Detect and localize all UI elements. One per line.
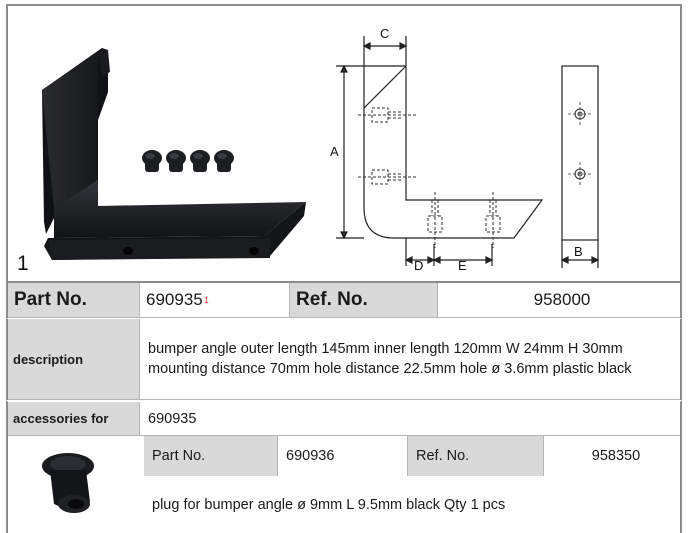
dim-label-b: B [574, 244, 583, 259]
product-sheet: C A D E B 1 Part No. [6, 4, 682, 533]
right-border [680, 476, 682, 533]
figure-number: 1 [17, 252, 29, 275]
accessory-image-cell [6, 436, 144, 533]
part-no-value: 690935 [146, 290, 203, 309]
ref-no-label: Ref. No. [290, 283, 438, 318]
dim-label-a: A [330, 144, 339, 159]
description-text: bumper angle outer length 145mm inner le… [140, 319, 680, 400]
accessory-part-no-value: 690936 [278, 436, 408, 476]
dim-label-d: D [414, 258, 423, 272]
ref-no-value: 958000 [438, 283, 680, 318]
accessories-value: 690935 [140, 402, 680, 436]
plug-image [42, 453, 94, 513]
accessory-description-row: plug for bumper angle ø 9mm L 9.5mm blac… [144, 476, 680, 533]
part-no-label: Part No. [8, 283, 140, 318]
bumper-angle-image [42, 48, 306, 260]
accessory-part-row: Part No. 690936 Ref. No. 958350 [144, 436, 682, 476]
figure-panel: C A D E B 1 [6, 4, 682, 281]
dim-label-e: E [458, 258, 467, 272]
accessory-description: plug for bumper angle ø 9mm L 9.5mm blac… [152, 496, 506, 513]
accessory-part-no-label: Part No. [144, 436, 278, 476]
accessories-row: accessories for 690935 [6, 400, 682, 436]
technical-drawing-side-view: C A D E [330, 26, 544, 272]
technical-drawing-front-view: B [560, 65, 600, 268]
dim-label-c: C [380, 26, 389, 41]
plugs-image [142, 150, 234, 172]
footnote-marker: 1 [203, 295, 209, 305]
description-row: description bumper angle outer length 14… [6, 318, 682, 400]
accessory-ref-no-value: 958350 [591, 448, 641, 464]
accessory-ref-no-label: Ref. No. [408, 436, 544, 476]
accessories-label: accessories for [8, 402, 140, 436]
description-label: description [8, 319, 140, 400]
